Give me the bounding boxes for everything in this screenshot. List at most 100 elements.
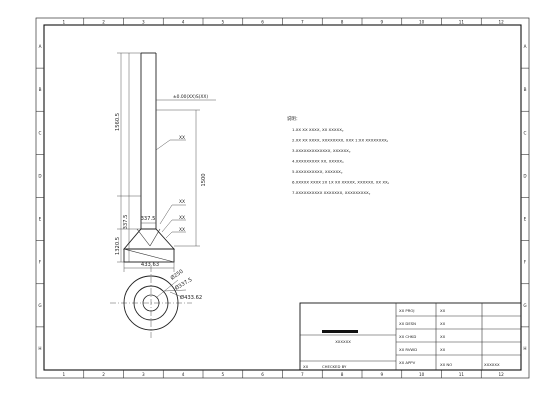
top-callout-label: ±0.00(XX)S(XX): [173, 94, 208, 100]
note-line: 5.XXXXXXXXXX, XXXXXX。: [292, 169, 345, 174]
title-block-right-label: XX: [440, 347, 446, 352]
plan-outer-circle: [123, 275, 179, 331]
sheet-outer-border: [35, 17, 530, 379]
border-row-label-right: G: [523, 303, 526, 308]
dim-shaft-length: 1500: [201, 173, 207, 186]
plan-leader-d1: [156, 279, 179, 298]
base-footing-hatch: [123, 248, 175, 263]
border-col-label-top: 4: [182, 20, 185, 25]
callout-4-leader: [165, 231, 186, 239]
border-row-label-right: E: [524, 217, 527, 222]
title-block-row-label: XX DESN: [399, 321, 416, 326]
title-bar-graphic: [322, 330, 358, 333]
plan-view: Ø250 Ø337.5 Ø433.62: [110, 266, 202, 340]
dim-lower-segment: 1320.5: [115, 237, 121, 255]
border-col-label-top: 9: [381, 20, 384, 25]
base-flare-inner-right: [149, 228, 161, 247]
base-flare: [123, 228, 176, 250]
elevation-view: ±0.00(XX)S(XX) XX XX XX XX 1560.5 337.5 …: [115, 52, 216, 272]
border-col-label-bottom: 9: [381, 372, 384, 377]
callout-2-leader: [159, 204, 186, 225]
border-col-label-bottom: 7: [301, 372, 304, 377]
border-col-label-bottom: 3: [142, 372, 145, 377]
border-col-label-bottom: 10: [419, 372, 425, 377]
border-col-label-top: 7: [301, 20, 304, 25]
border-row-label-right: C: [524, 130, 527, 135]
callout-3-label: XX: [179, 215, 185, 221]
border-row-label-left: H: [38, 346, 41, 351]
title-block-right-labels: XX XX XX XX: [440, 308, 446, 352]
note-line: 4.XXXXXXXXX XX, XXXXX。: [292, 159, 346, 164]
title-block-row-label: XX CHKD: [399, 334, 416, 339]
general-notes: 说明： 1.XX XX XXXX, XX XXXXX。 2.XX XX XXXX,…: [287, 115, 392, 195]
drawing-no: XXXXXX: [484, 362, 500, 367]
plan-leader-d3: [169, 291, 183, 298]
plan-leader-d2: [163, 289, 187, 292]
border-col-label-bottom: 12: [498, 372, 504, 377]
title-block-right-label: XX: [440, 321, 446, 326]
plan-inner-circle: [142, 294, 160, 312]
title-block-right-label: XX: [440, 334, 446, 339]
plan-dim-d3: Ø433.62: [180, 294, 202, 301]
border-row-label-right: D: [523, 173, 526, 178]
border-col-label-top: 2: [102, 20, 105, 25]
title-block-right-label: XX: [440, 308, 446, 313]
base-footing: [123, 248, 175, 263]
border-row-label-left: G: [38, 303, 41, 308]
border-col-label-bottom: 8: [341, 372, 344, 377]
border-col-label-bottom: 1: [63, 372, 66, 377]
notes-heading: 说明：: [287, 115, 300, 122]
border-col-label-top: 3: [142, 20, 145, 25]
border-row-label-right: F: [524, 260, 527, 265]
title-block-frame: [299, 302, 522, 371]
border-col-label-top: 11: [459, 20, 465, 25]
drawing-title: XXXXXX: [335, 339, 351, 344]
dim-base-height: 337.5: [123, 215, 129, 230]
border-row-label-left: B: [39, 87, 42, 92]
border-col-label-bottom: 11: [459, 372, 465, 377]
dim-base-width: 433.63: [141, 262, 159, 268]
drawing-no-label: XX NO: [440, 362, 452, 367]
border-row-label-left: D: [38, 173, 41, 178]
border-col-label-top: 6: [261, 20, 264, 25]
note-line: 1.XX XX XXXX, XX XXXXX。: [292, 127, 346, 132]
border-row-label-right: A: [524, 44, 527, 49]
callout-1-leader: [155, 139, 186, 151]
callout-2-label: XX: [179, 199, 185, 205]
sheet-inner-frame: [43, 24, 522, 371]
note-line: 3.XXXXXXXXXXXXX, XXXXXX。: [292, 148, 353, 153]
plan-dim-d1: Ø250: [169, 268, 184, 282]
border-row-label-right: B: [524, 87, 527, 92]
note-line: 7.XXXXXXXXXX XXXXXXX, XXXXXXXXX。: [292, 190, 373, 195]
border-col-label-top: 1: [63, 20, 66, 25]
title-block-rows: XX PROJ XX DESN XX CHKD XX RVWD XX APPV: [399, 308, 417, 365]
border-row-label-left: C: [39, 130, 42, 135]
title-block-row-label: XX PROJ: [399, 308, 414, 313]
tb-left-xx: XX: [303, 364, 309, 369]
border-row-label-left: A: [39, 44, 42, 49]
title-block-row-label: XX APPV: [399, 360, 416, 365]
border-row-label-left: F: [39, 260, 42, 265]
border-col-label-top: 12: [498, 20, 504, 25]
callout-3-leader: [161, 219, 186, 233]
border-row-label-left: E: [39, 217, 42, 222]
border-col-label-top: 10: [419, 20, 425, 25]
callout-1-label: XX: [179, 135, 185, 141]
border-row-label-right: H: [523, 346, 526, 351]
border-col-label-bottom: 6: [261, 372, 264, 377]
note-line: 2.XX XX XXXX, XXXXXXXX, XXX 1:XX XXXXXXX…: [292, 138, 391, 143]
border-col-label-top: 5: [222, 20, 225, 25]
border-col-label-bottom: 5: [222, 372, 225, 377]
note-line: 6.XXXXX XXXX 2X 1X XX XXXXX, XXXXXX, XX …: [292, 180, 392, 185]
border-col-label-bottom: 4: [182, 372, 185, 377]
plan-middle-circle: [133, 285, 169, 321]
callout-4-label: XX: [179, 227, 185, 233]
notes-list: 1.XX XX XXXX, XX XXXXX。 2.XX XX XXXX, XXX…: [292, 127, 392, 195]
border-col-label-top: 8: [341, 20, 344, 25]
dim-upper-shaft: 1560.5: [115, 113, 121, 131]
title-block-row-label: XX RVWD: [399, 347, 417, 352]
checked-by-label: CHECKED BY: [322, 364, 347, 369]
